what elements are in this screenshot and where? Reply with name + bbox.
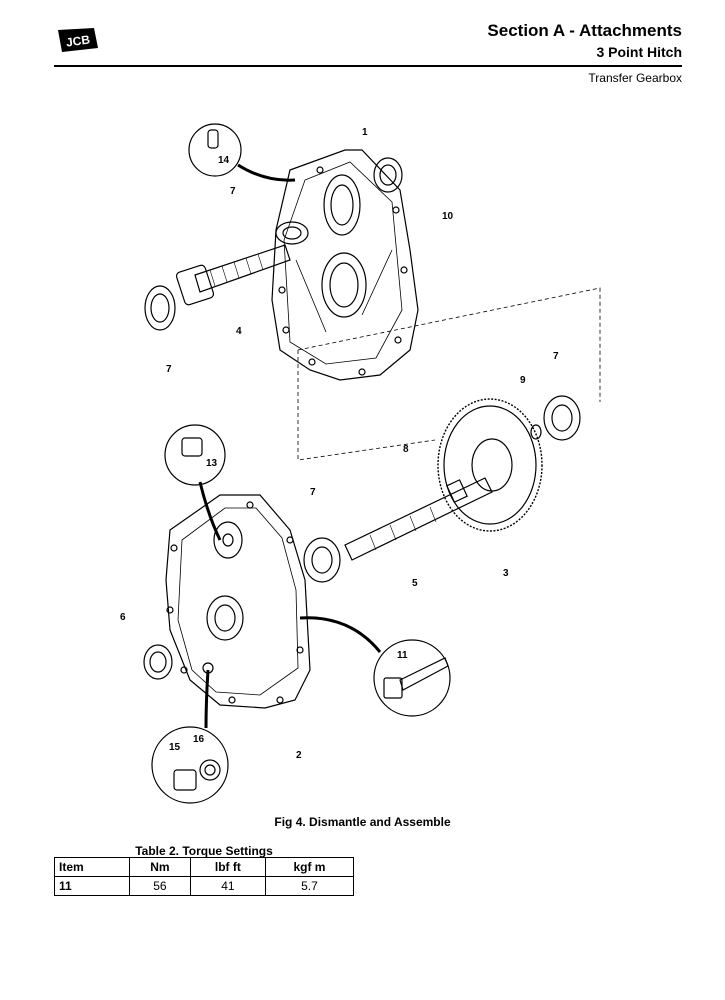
column-header-lbf-ft: lbf ft xyxy=(189,857,266,877)
callout-7-right: 7 xyxy=(553,351,559,362)
callout-2: 2 xyxy=(296,750,302,761)
table-row: 11 56 41 5.7 xyxy=(54,876,355,896)
torque-settings-table: Item Nm lbf ft kgf m 11 56 41 5.7 xyxy=(54,857,355,896)
drain-plug-detail-circle xyxy=(151,669,229,804)
section-title: Section A - Attachments xyxy=(487,21,682,40)
seal-upper xyxy=(373,157,403,193)
bearing-input-shaft xyxy=(144,285,176,331)
callout-8: 8 xyxy=(403,444,409,455)
figure-caption: Fig 4. Dismantle and Assemble xyxy=(274,815,451,829)
callout-11: 11 xyxy=(397,650,408,661)
callout-10: 10 xyxy=(442,211,454,222)
bearing-upper-housing xyxy=(275,221,309,245)
table-caption: Table 2. Torque Settings xyxy=(135,844,273,858)
svg-text:JCB: JCB xyxy=(65,32,91,49)
column-header-kgf-m: kgf m xyxy=(264,857,355,877)
callout-16: 16 xyxy=(193,734,205,745)
bearing-output-shaft xyxy=(303,537,341,583)
upper-housing xyxy=(271,149,419,381)
column-header-nm: Nm xyxy=(129,857,191,877)
bearing-right xyxy=(530,395,581,441)
plug-detail-circle xyxy=(164,424,226,541)
callout-5: 5 xyxy=(412,578,418,589)
header-rule xyxy=(54,65,682,67)
callout-7-left: 7 xyxy=(166,364,172,375)
subsection-title: Transfer Gearbox xyxy=(588,71,682,85)
callout-6: 6 xyxy=(120,612,126,623)
dowel-detail-circle xyxy=(188,123,296,182)
callout-4: 4 xyxy=(236,326,242,337)
cell-nm: 56 xyxy=(129,876,191,896)
bolt-detail-circle xyxy=(299,616,451,717)
callout-3: 3 xyxy=(503,568,509,579)
alignment-dashed-lines xyxy=(297,287,601,461)
callout-7-upper: 7 xyxy=(230,186,236,197)
callout-14: 14 xyxy=(218,155,230,166)
cell-kgf-m: 5.7 xyxy=(264,876,355,896)
callout-1: 1 xyxy=(362,127,368,138)
callout-7-mid: 7 xyxy=(310,487,316,498)
callout-15: 15 xyxy=(169,742,181,753)
callout-13: 13 xyxy=(206,458,218,469)
callout-9: 9 xyxy=(520,375,526,386)
cell-item: 11 xyxy=(54,876,130,896)
transfer-gearbox-exploded-diagram: 1 14 10 7 4 7 7 9 13 8 7 5 3 6 11 2 16 1… xyxy=(120,123,601,804)
output-shaft xyxy=(344,477,493,561)
column-header-item: Item xyxy=(54,857,130,877)
section-subtitle: 3 Point Hitch xyxy=(596,44,682,60)
jcb-logo: JCB xyxy=(58,28,98,52)
lower-housing xyxy=(165,494,311,709)
table-header-row: Item Nm lbf ft kgf m xyxy=(54,857,355,877)
seal-lower xyxy=(143,644,173,680)
cell-lbf-ft: 41 xyxy=(189,876,266,896)
input-shaft xyxy=(175,244,291,306)
